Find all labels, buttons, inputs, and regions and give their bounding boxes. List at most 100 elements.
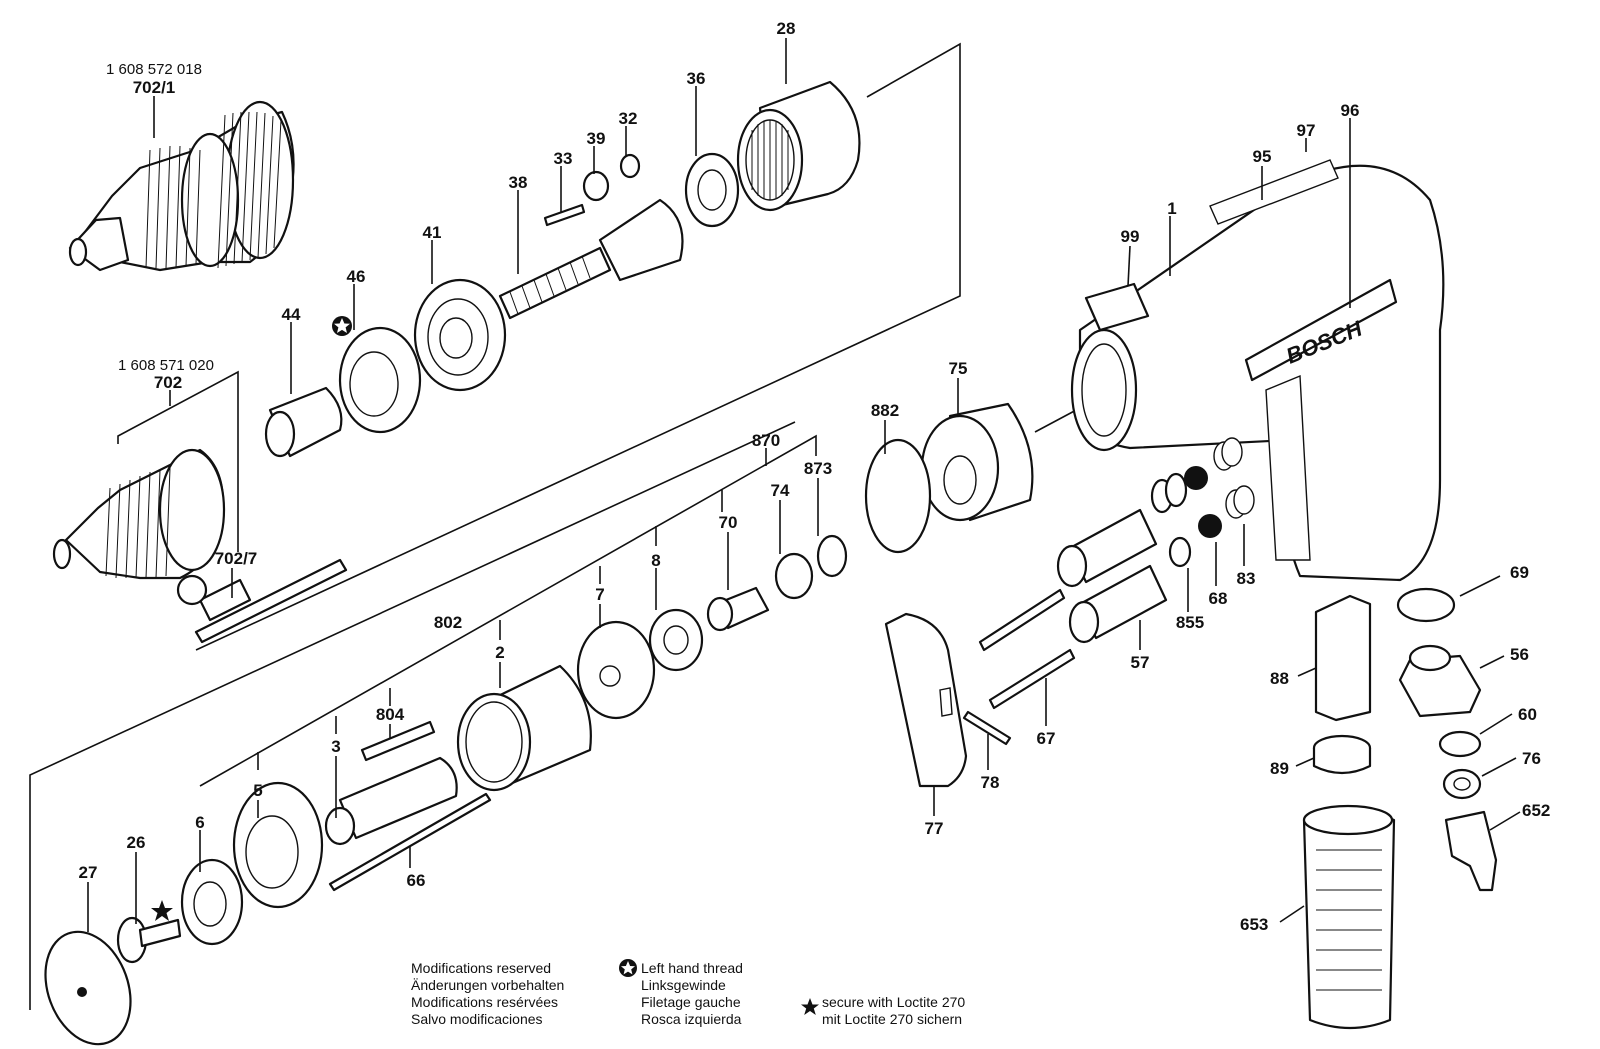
label-702: 702 (154, 373, 182, 392)
label-5: 5 (253, 781, 262, 800)
ring-nut-46 (338, 326, 422, 434)
o-ring-855 (1168, 536, 1192, 568)
valve-57-upper (978, 508, 1158, 652)
part-labels: 28 36 32 39 33 38 41 46 44 1 608 572 018… (79, 19, 1551, 934)
label-702-7: 702/7 (215, 549, 258, 568)
note-lht-de: Linksgewinde (641, 977, 726, 993)
label-74: 74 (771, 481, 790, 500)
label-8: 8 (651, 551, 660, 570)
label-702-1: 702/1 (133, 78, 176, 97)
label-46: 46 (347, 267, 366, 286)
label-653: 653 (1240, 915, 1268, 934)
end-plate-7 (576, 620, 656, 720)
label-2: 2 (495, 643, 504, 662)
note-mod-de: Änderungen vorbehalten (411, 977, 564, 993)
label-96: 96 (1341, 101, 1360, 120)
note-loctite-de: mit Loctite 270 sichern (822, 1011, 962, 1027)
handle-plate-77 (884, 612, 968, 788)
label-33: 33 (554, 149, 573, 168)
label-56: 56 (1510, 645, 1529, 664)
label-89: 89 (1270, 759, 1289, 778)
label-70: 70 (719, 513, 738, 532)
o-ring-882 (864, 438, 932, 554)
label-95: 95 (1253, 147, 1272, 166)
label-75: 75 (949, 359, 968, 378)
label-652: 652 (1522, 801, 1550, 820)
valve-57 (1068, 564, 1168, 644)
label-38: 38 (509, 173, 528, 192)
leader-lines (87, 38, 1521, 932)
label-78: 78 (981, 773, 1000, 792)
keyless-chuck-702-1 (68, 100, 295, 272)
pin-33 (543, 203, 586, 227)
label-44: 44 (282, 305, 301, 324)
gear-32 (619, 153, 641, 179)
label-69: 69 (1510, 563, 1529, 582)
label-97: 97 (1297, 121, 1316, 140)
gear-26 (116, 916, 182, 964)
star-icon (801, 998, 819, 1015)
rod-66 (328, 792, 492, 892)
ball-68-upper (1184, 466, 1208, 490)
ball-68 (1198, 514, 1222, 538)
label-855: 855 (1176, 613, 1204, 632)
label-802: 802 (434, 613, 462, 632)
label-28: 28 (777, 19, 796, 38)
bearing-8 (648, 608, 704, 672)
rod-67 (988, 648, 1076, 710)
assembly-frame (29, 42, 1081, 1010)
label-32: 32 (619, 109, 638, 128)
label-67: 67 (1037, 729, 1056, 748)
label-7: 7 (595, 585, 604, 604)
sleeve-75 (920, 402, 1034, 522)
label-68: 68 (1209, 589, 1228, 608)
screen-60 (1438, 730, 1482, 758)
label-26: 26 (127, 833, 146, 852)
label-27: 27 (79, 863, 98, 882)
label-1: 1 (1167, 199, 1176, 218)
housing-28 (736, 80, 861, 212)
ring-76 (1442, 768, 1482, 800)
label-41: 41 (423, 223, 442, 242)
gear-39 (582, 170, 610, 202)
silencer-653 (1302, 804, 1396, 1030)
label-702-1-code: 1 608 572 018 (106, 61, 202, 78)
label-99: 99 (1121, 227, 1140, 246)
cap-89 (1312, 734, 1372, 775)
pin-78 (962, 710, 1012, 746)
spring-83-upper (1213, 437, 1243, 471)
notes-left-hand-thread: Left hand thread Linksgewinde Filetage g… (619, 959, 743, 1027)
label-77: 77 (925, 819, 944, 838)
valve-70 (706, 586, 770, 632)
ring-74 (774, 552, 814, 600)
label-870: 870 (752, 431, 780, 450)
note-lht-en: Left hand thread (641, 960, 743, 976)
o-rings-upper (1150, 472, 1188, 514)
note-mod-fr: Modifications resérvées (411, 994, 558, 1010)
circled-star-icon (332, 316, 352, 336)
bearing-6 (180, 858, 244, 946)
chuck-key-702-7 (176, 558, 348, 644)
label-39: 39 (587, 129, 606, 148)
note-lht-fr: Filetage gauche (641, 994, 741, 1010)
disc-27 (44, 930, 132, 1046)
label-6: 6 (195, 813, 204, 832)
circled-star-icon (619, 959, 637, 977)
star-icon (151, 900, 173, 921)
label-873: 873 (804, 459, 832, 478)
note-loctite-en: secure with Loctite 270 (822, 994, 965, 1010)
label-60: 60 (1518, 705, 1537, 724)
bearing-36 (684, 152, 740, 228)
nut-44 (264, 386, 343, 458)
o-ring-873 (816, 534, 848, 578)
rotor-3 (324, 720, 458, 846)
label-804: 804 (376, 705, 405, 724)
housing-1: BOSCH (1070, 159, 1445, 582)
o-ring-69 (1396, 587, 1456, 623)
notes-modifications: Modifications reserved Änderungen vorbeh… (411, 960, 564, 1027)
note-lht-es: Rosca izquierda (641, 1011, 742, 1027)
label-88: 88 (1270, 669, 1289, 688)
fitting-56 (1398, 644, 1482, 718)
label-76: 76 (1522, 749, 1541, 768)
